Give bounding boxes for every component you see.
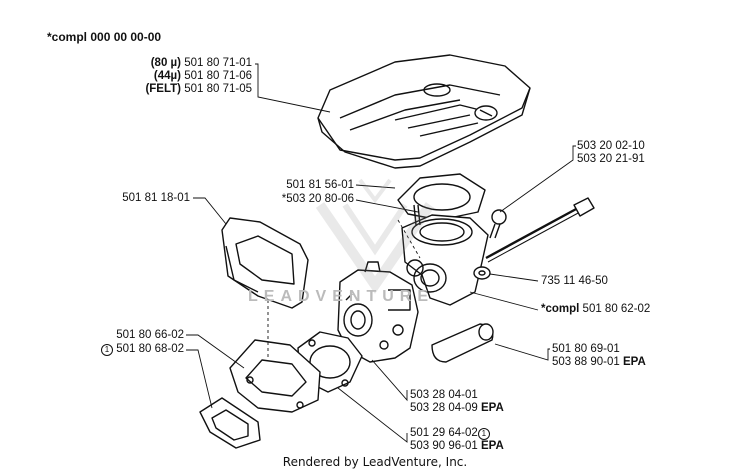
- dashed-guides: [267, 219, 421, 360]
- label-intake-a: 501 80 66-02: [116, 329, 184, 341]
- label-bolt-a: 503 20 02-10: [577, 140, 645, 152]
- air-filter-cover: [317, 54, 531, 169]
- label-carb-b: 503 28 04-09 EPA: [410, 402, 504, 414]
- reference-circle-icon: 1: [101, 344, 113, 356]
- label-washer: 735 11 46-50: [541, 275, 608, 287]
- small-screw: [489, 209, 507, 239]
- filter-bracket: [221, 217, 309, 309]
- label-gasket-b: *503 20 80-06: [281, 193, 354, 205]
- label-filter-80: (80 µ) 501 80 71-01: [150, 57, 252, 69]
- intake-gasket: [199, 397, 261, 449]
- label-carburetor-compl: *compl 501 80 62-02: [541, 303, 651, 315]
- label-filter-felt: (FELT) 501 80 71-05: [145, 83, 252, 95]
- label-gasket-a: 501 81 56-01: [286, 179, 354, 191]
- label-bolt-b: 503 20 21-91: [577, 153, 645, 165]
- intake-manifold: [229, 339, 321, 413]
- label-hose-a: 501 80 69-01: [552, 343, 620, 355]
- label-hose-b: 503 88 90-01 EPA: [552, 356, 646, 368]
- label-bracket: 501 81 18-01: [122, 192, 190, 204]
- label-gasket-d: 503 90 96-01 EPA: [410, 440, 504, 452]
- leader-lines: [186, 63, 576, 443]
- fuel-hose: [431, 323, 494, 363]
- reference-circle-icon: 1: [477, 428, 490, 440]
- watermark-text: LEADVENTURE: [248, 288, 435, 305]
- top-gasket: [397, 173, 486, 221]
- carburetor-adapter: [401, 204, 489, 306]
- long-bolt: [485, 197, 595, 263]
- label-carb-a: 503 28 04-01: [410, 389, 478, 401]
- washer: [473, 266, 491, 280]
- watermark-logo-icon: [315, 178, 435, 294]
- label-filter-44: (44µ) 501 80 71-06: [153, 70, 252, 82]
- footer-credit: Rendered by LeadVenture, Inc.: [282, 455, 468, 469]
- label-intake-b: 1 501 80 68-02: [101, 343, 184, 356]
- assembly-title: *compl 000 00 00-00: [47, 30, 162, 44]
